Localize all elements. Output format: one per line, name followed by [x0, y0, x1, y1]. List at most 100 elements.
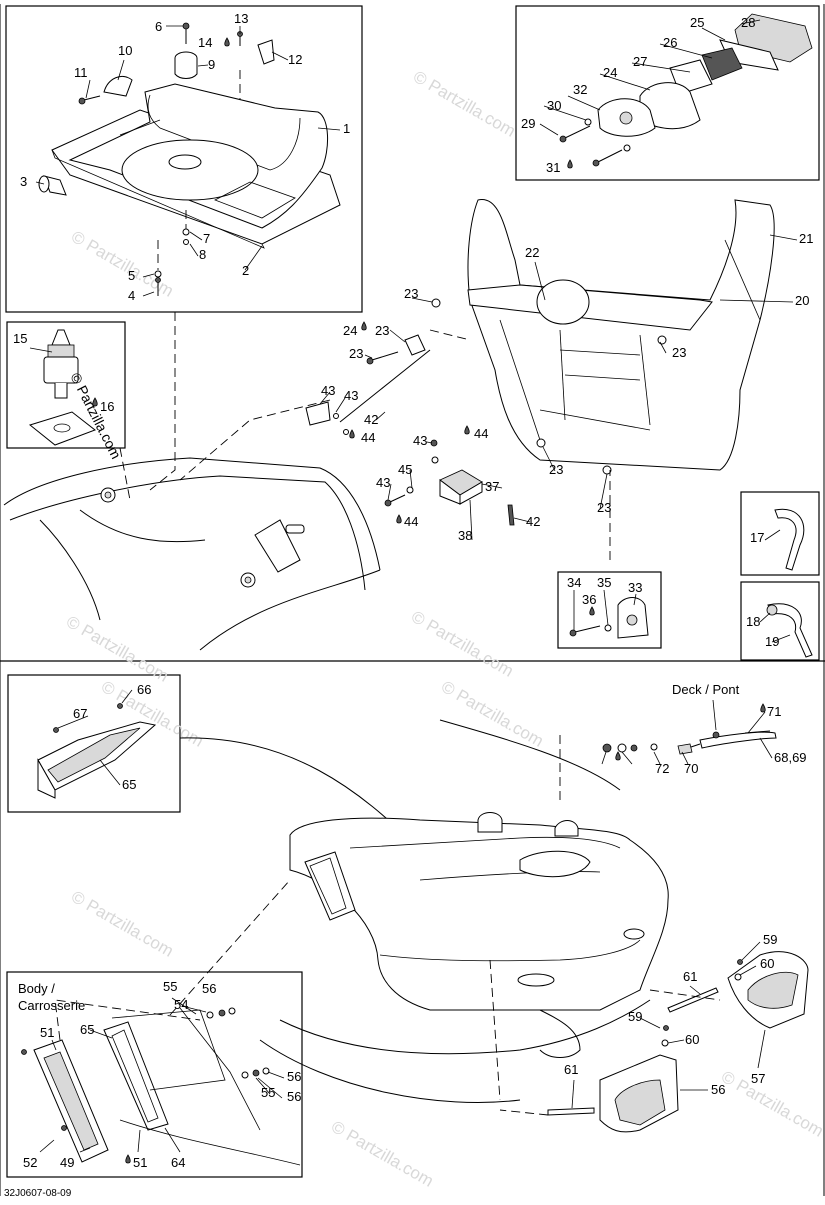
callout-6: 6 — [155, 19, 162, 34]
body-label-2: Carrosserie — [18, 998, 85, 1013]
callout-68-69: 71 — [767, 704, 781, 719]
callout-56-top: 56 — [202, 981, 216, 996]
leader-line — [375, 411, 386, 421]
callout-32: 29 — [521, 116, 535, 131]
fitting-drawing: © Partzilla.com — [28, 329, 124, 461]
panel-glovebox-inset — [7, 674, 181, 813]
callout-5: 5 — [128, 268, 135, 283]
leader-line — [29, 347, 53, 353]
callout-55-bottom: 56 — [287, 1089, 301, 1104]
callout-67: 70 — [684, 761, 698, 776]
callout-14: 14 — [198, 35, 212, 50]
callout-15: 15 — [13, 331, 27, 346]
callout-62: 64 — [171, 1155, 185, 1170]
callout-44-bottom: 44 — [404, 514, 418, 529]
leader-line — [189, 231, 203, 241]
leader-line — [621, 751, 633, 765]
leader-line — [681, 751, 689, 765]
leader-line — [769, 234, 798, 241]
callout-58: 57 — [751, 1071, 765, 1086]
callout-9: 9 — [208, 57, 215, 72]
callout-20: 20 — [795, 293, 809, 308]
leader-line — [317, 127, 341, 131]
callout-41: 38 — [458, 528, 472, 543]
callout-60-right: 60 — [760, 956, 774, 971]
hull-lower-drawing — [179, 719, 669, 1103]
leader-line — [759, 612, 771, 623]
callout-labels: 13 6 14 10 12 9 11 1 3 7 8 2 5 4 15 16 2… — [4, 11, 813, 1199]
watermarks: © Partzilla.com © Partzilla.com © Partzi… — [63, 67, 825, 1191]
storage-tray-drawing — [38, 22, 341, 296]
callout-4: 4 — [128, 288, 135, 303]
callout-23-top: 23 — [404, 286, 418, 301]
leader-line — [121, 689, 133, 704]
leader-line — [603, 589, 609, 626]
callout-44-top: 44 — [474, 426, 488, 441]
leader-line — [513, 517, 531, 523]
callout-43-bottom: 43 — [376, 475, 390, 490]
callout-10: 10 — [118, 43, 132, 58]
panel-body-inset — [6, 971, 303, 1178]
leader-line — [481, 483, 503, 489]
callout-65-top: 66 — [137, 682, 151, 697]
callout-21: 21 — [799, 231, 813, 246]
callout-30: 27 — [633, 54, 647, 69]
callout-48: 43 — [344, 388, 358, 403]
leader-line — [543, 105, 587, 121]
callout-18: 18 — [746, 614, 760, 629]
callout-63: 65 — [80, 1022, 94, 1037]
callout-65-left: 67 — [73, 706, 87, 721]
callout-60-left: 60 — [685, 1032, 699, 1047]
callout-64: 65 — [122, 777, 136, 792]
leader-line — [335, 397, 346, 413]
callout-61-right: 61 — [683, 969, 697, 984]
callout-23-bottom: 23 — [597, 500, 611, 515]
callout-19: 19 — [765, 634, 779, 649]
latch-drawing — [559, 13, 813, 167]
leader-line — [364, 354, 373, 359]
callout-54-bottom: 55 — [261, 1085, 275, 1100]
callout-2: 2 — [242, 263, 249, 278]
leader-line — [764, 529, 781, 541]
leader-line — [567, 95, 601, 111]
svg-text:© Partzilla.com: © Partzilla.com — [438, 677, 547, 751]
leader-line — [181, 1005, 207, 1013]
callout-13: 13 — [234, 11, 248, 26]
panel-clamp-17 — [740, 491, 820, 576]
hinge-drawing — [305, 334, 515, 526]
panel-clamp-18 — [740, 581, 820, 661]
leader-line — [39, 1139, 55, 1153]
svg-text:© Partzilla.com: © Partzilla.com — [68, 227, 177, 301]
svg-text:© Partzilla.com: © Partzilla.com — [408, 607, 517, 681]
callout-28: 25 — [690, 15, 704, 30]
glue-symbols — [92, 37, 766, 1164]
callout-38: 35 — [597, 575, 611, 590]
callout-34: 31 — [546, 160, 560, 175]
callout-23-right: 23 — [672, 345, 686, 360]
dashed-connector — [169, 879, 291, 1016]
leader-line — [189, 243, 199, 257]
leader-line — [164, 1127, 181, 1153]
rear-rack-drawing — [431, 199, 775, 475]
callout-1: 1 — [343, 121, 350, 136]
callout-7: 7 — [203, 231, 210, 246]
callout-35: 32 — [573, 82, 587, 97]
leader-line — [712, 699, 717, 731]
leader-line — [411, 297, 433, 303]
callout-24: 23 — [375, 323, 389, 338]
callout-27: 24 — [603, 65, 617, 80]
dashed-connector — [179, 399, 331, 481]
leader-line — [740, 19, 761, 25]
deck-label: Deck / Pont — [672, 682, 740, 697]
clamp-drawings — [766, 508, 813, 658]
hull-upper-drawing — [3, 457, 381, 651]
leader-line — [197, 64, 209, 67]
leader-line — [599, 473, 608, 510]
leader-line — [469, 499, 473, 541]
callout-42-right: 42 — [526, 514, 540, 529]
callout-25: 23 — [349, 346, 363, 361]
leader-line — [389, 329, 406, 343]
leader-line — [35, 181, 45, 185]
